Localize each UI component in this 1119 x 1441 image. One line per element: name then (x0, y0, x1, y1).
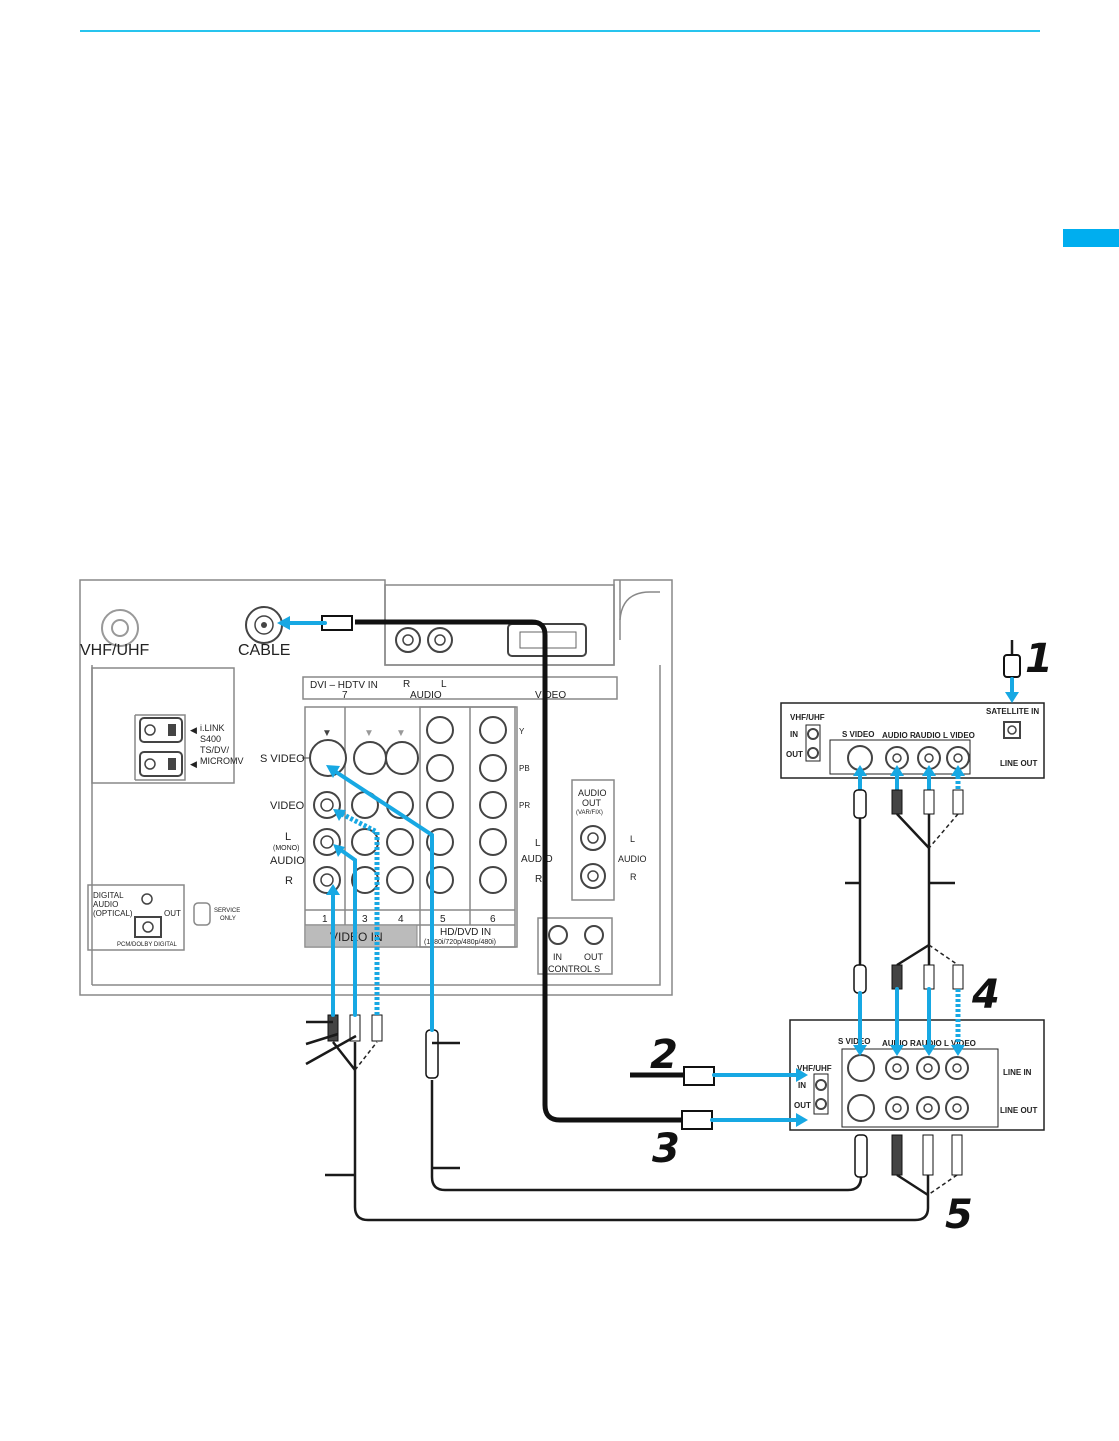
callout-1: 1 (1025, 636, 1053, 682)
audio-r-label: R (285, 875, 293, 887)
ilink-label: i.LINK (200, 723, 225, 733)
svg-text:◀: ◀ (190, 725, 197, 735)
col-6: 6 (490, 914, 496, 925)
svideo-jacks: ▼ ▼ ▼ (309, 728, 419, 777)
vcr-line-out: LINE OUT (1000, 1106, 1037, 1115)
dvi-audio-label: AUDIO (410, 690, 442, 701)
only-label: ONLY (220, 916, 236, 922)
sat-satellite-in: SATELLITE IN (986, 707, 1039, 716)
vhf-uhf-label: VHF/UHF (80, 642, 150, 659)
callout-3: 3 (652, 1126, 680, 1172)
control-s-label: CONTROL S (548, 964, 600, 974)
callout-4: 4 (971, 972, 1000, 1018)
sat-audio-r: AUDIO R (882, 731, 916, 740)
audio-l-label: L (285, 831, 291, 843)
audio-label: AUDIO (270, 855, 305, 867)
sat-in: IN (790, 730, 798, 739)
dvi-video-label: VIDEO (535, 690, 566, 701)
sat-svideo: S VIDEO (842, 730, 874, 739)
audio-out-r: R (630, 872, 637, 882)
cables (277, 615, 1021, 1222)
audio-out-label2: OUT (582, 798, 602, 808)
s400-label: S400 (200, 734, 221, 744)
control-out-label: OUT (584, 952, 604, 962)
svg-text:▼: ▼ (396, 728, 406, 739)
callout-5: 5 (945, 1192, 973, 1238)
sat-video: VIDEO (950, 731, 975, 740)
digital-out-label: OUT (164, 909, 181, 918)
vcr-in: IN (798, 1081, 806, 1090)
digital-label: DIGITAL (93, 891, 124, 900)
vcr-line-in: LINE IN (1003, 1068, 1032, 1077)
video-label: VIDEO (270, 800, 305, 812)
digital-audio-label: AUDIO (93, 900, 118, 909)
micromv-label: MICROMV (200, 756, 244, 766)
vcr-out: OUT (794, 1101, 811, 1110)
sat-vhf-uhf: VHF/UHF (790, 713, 825, 722)
col-4: 4 (398, 914, 404, 925)
hd-dvd-in-label: HD/DVD IN (440, 927, 491, 938)
svg-text:◀: ◀ (190, 759, 197, 769)
svg-text:▼: ▼ (364, 728, 374, 739)
sat-audio-l: AUDIO L (915, 731, 948, 740)
vcr-svideo: S VIDEO (838, 1037, 870, 1046)
pr-label: PR (519, 801, 530, 810)
audio-out-l: L (630, 834, 635, 844)
hd-audio-r: R (535, 874, 542, 885)
tv-rear-panel: VHF/UHF CABLE DVI – HDTV IN 7 R L AUDIO … (79, 579, 673, 996)
control-in-label: IN (553, 952, 562, 962)
dvi-audio-r: R (403, 679, 410, 690)
hd-audio-l: L (535, 838, 541, 849)
col-5: 5 (440, 914, 446, 925)
audio-out-audio: AUDIO (618, 854, 647, 864)
pcm-label: PCM/DOLBY DIGITAL (117, 942, 177, 948)
mono-label: (MONO) (273, 845, 299, 852)
vcr-audio-l: AUDIO L (916, 1039, 949, 1048)
svideo-label: S VIDEO (260, 753, 305, 765)
dvi-number: 7 (342, 690, 348, 701)
sat-line-out: LINE OUT (1000, 759, 1037, 768)
vcr-vhf-uhf: VHF/UHF (797, 1064, 832, 1073)
hd-formats-label: (1080i/720p/480p/480i) (424, 939, 496, 946)
hd-audio-label: AUDIO (521, 854, 553, 865)
dvi-audio-l: L (441, 679, 447, 690)
optical-label: (OPTICAL) (93, 909, 133, 918)
vcr: S VIDEO AUDIO R AUDIO L VIDEO VHF/UHF IN… (789, 1019, 1045, 1131)
callout-2: 2 (650, 1032, 678, 1078)
dvi-pins-icon (519, 631, 577, 649)
section-tab (1063, 229, 1119, 247)
satellite-receiver: VHF/UHF IN OUT S VIDEO AUDIO R AUDIO L V… (780, 702, 1045, 779)
ts-dv-label: TS/DV/ (200, 745, 230, 755)
cable-label: CABLE (238, 642, 290, 659)
audio-out-label: AUDIO (578, 788, 607, 798)
service-label: SERVICE (214, 908, 240, 914)
svg-text:▼: ▼ (322, 728, 332, 739)
col-3: 3 (362, 914, 368, 925)
col-1: 1 (322, 914, 328, 925)
y-label: Y (519, 727, 525, 736)
dvi-hdtv-label: DVI – HDTV IN (310, 680, 378, 691)
var-fix-label: (VAR/FIX) (576, 810, 603, 816)
pb-label: PB (519, 764, 530, 773)
top-rule (80, 30, 1040, 32)
vcr-video: VIDEO (951, 1039, 976, 1048)
sat-out: OUT (786, 750, 803, 759)
